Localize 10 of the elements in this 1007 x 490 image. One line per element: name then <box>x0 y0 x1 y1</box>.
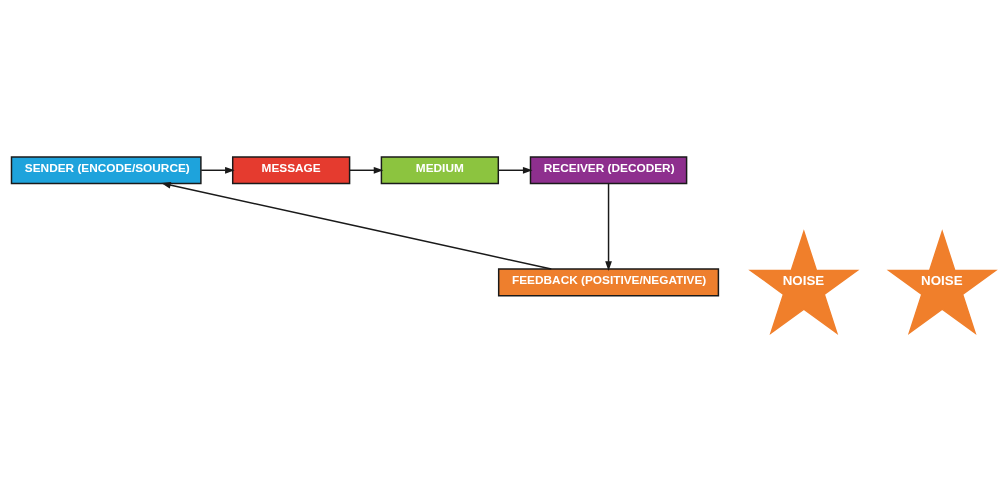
node-box: RECEIVER (DECODER) <box>529 156 688 185</box>
arrow <box>497 166 533 174</box>
node-box: MEDIUM <box>380 156 500 185</box>
arrow <box>200 166 235 174</box>
arrow <box>349 166 384 174</box>
node-box: SENDER (ENCODE/SOURCE) <box>10 156 202 185</box>
arrow <box>161 181 552 270</box>
arrow <box>605 182 612 271</box>
node-box: MESSAGE <box>231 156 351 185</box>
node-box: FEEDBACK (POSITIVE/NEGATIVE) <box>497 268 720 297</box>
